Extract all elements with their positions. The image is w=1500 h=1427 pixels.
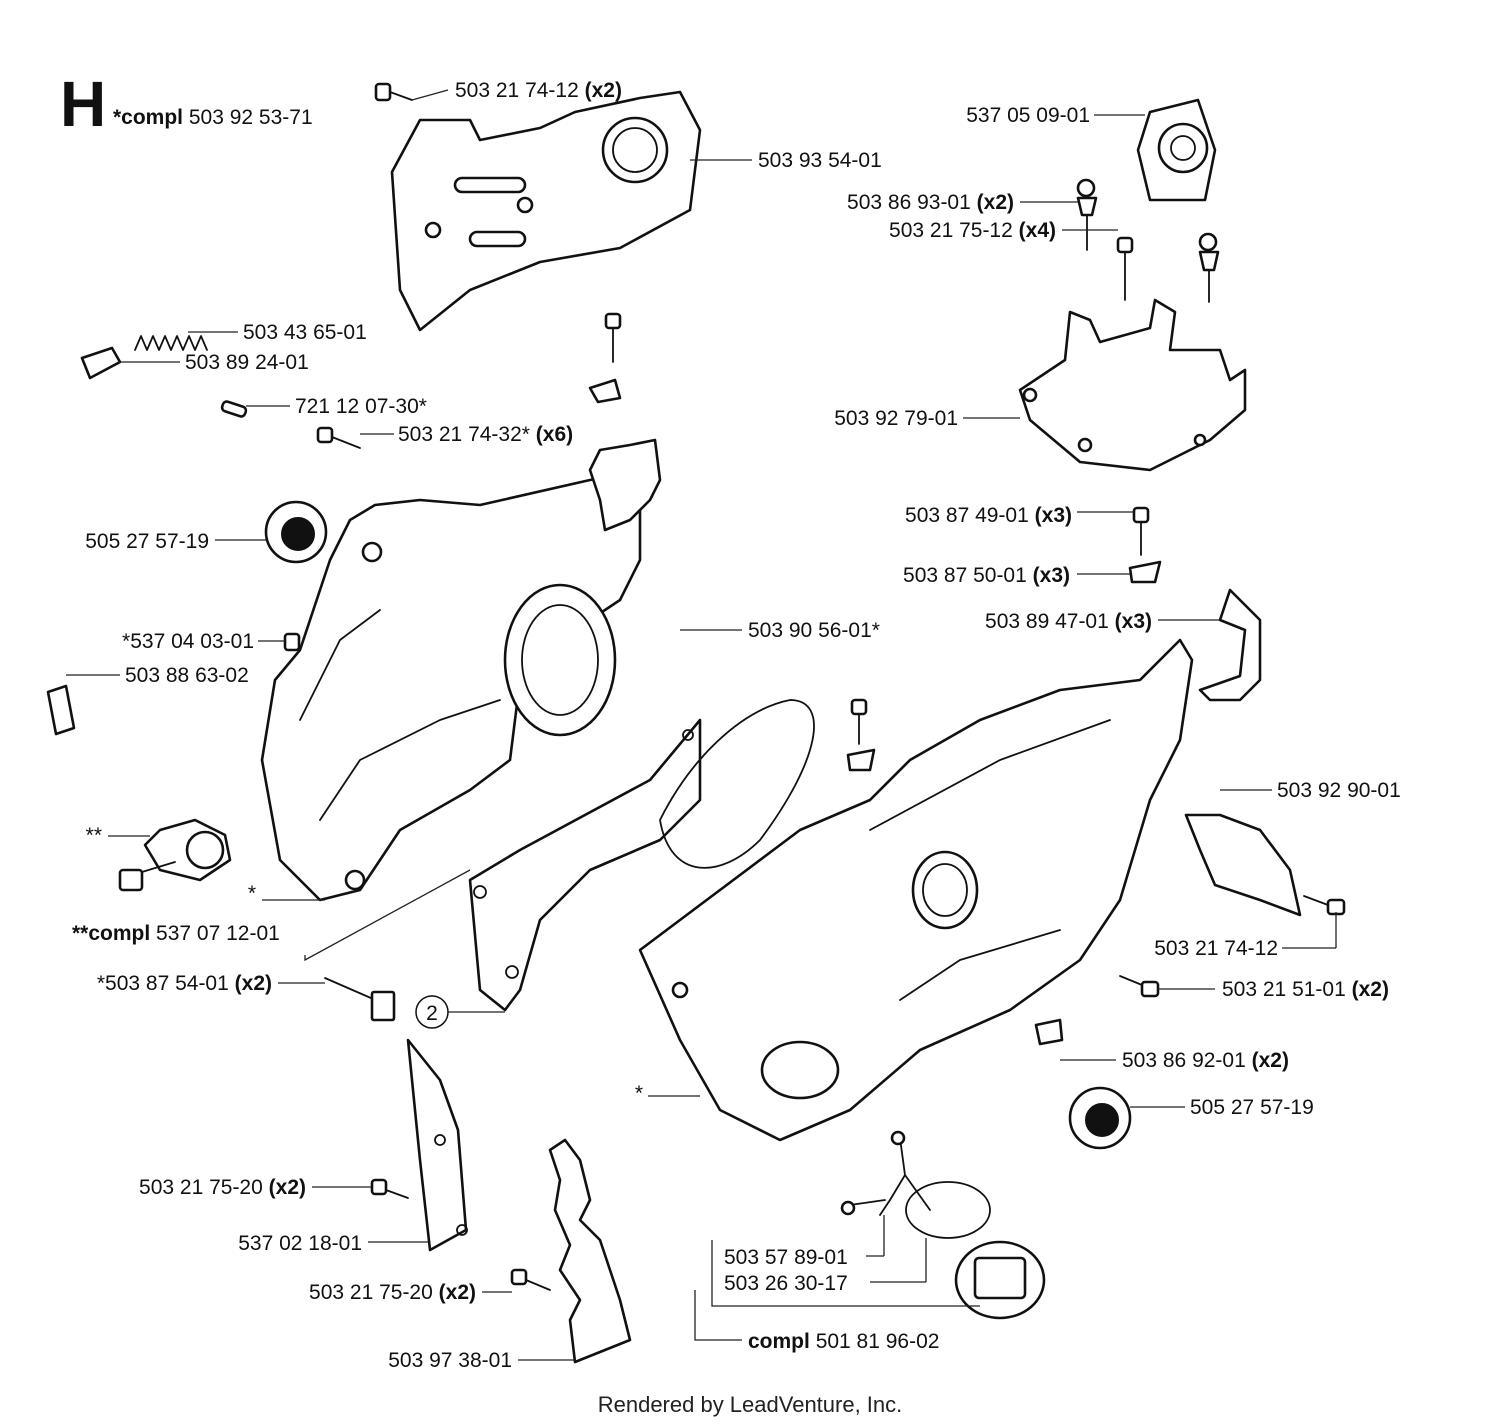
spring — [134, 335, 208, 351]
gasket — [468, 718, 702, 1012]
screw-bottom-2 — [510, 1268, 551, 1291]
circle-ref: 2 — [426, 1002, 438, 1025]
section-letter: H — [60, 68, 106, 140]
callout-label: 503 93 54-01 — [758, 149, 882, 172]
knob-right — [1198, 232, 1220, 303]
callout-label: 503 21 75-20 (x2) — [139, 1176, 306, 1199]
top-bracket — [588, 312, 662, 532]
callout-label: 505 27 57-19 — [85, 530, 209, 553]
o-ring — [905, 1181, 991, 1239]
callout-label: 503 43 65-01 — [243, 321, 367, 344]
callout-label: 503 21 75-20 (x2) — [309, 1281, 476, 1304]
callout-label: 503 89 47-01 (x3) — [985, 610, 1152, 633]
callout-label: 537 05 09-01 — [966, 104, 1090, 127]
long-screw — [324, 977, 396, 1022]
set-screw — [283, 632, 301, 652]
screw-x4 — [1116, 236, 1134, 301]
leader-lines — [66, 89, 1337, 1361]
callout-label: 503 86 92-01 (x2) — [1122, 1049, 1289, 1072]
compl-chain-label: **compl 537 07 12-01 — [72, 922, 280, 945]
callout-label: 503 21 75-12 (x4) — [889, 219, 1056, 242]
callout-labels: 503 21 74-12 (x2) 503 93 54-01 537 05 09… — [72, 79, 1401, 1372]
clip — [46, 684, 76, 736]
crankcase-left — [260, 468, 642, 902]
callout-label: 503 89 24-01 — [185, 351, 309, 374]
callout-label: 503 86 93-01 (x2) — [847, 191, 1014, 214]
callout-label: 721 12 07-30* — [295, 395, 427, 418]
callout-label: 503 87 50-01 (x3) — [903, 564, 1070, 587]
bushing — [1034, 1018, 1064, 1046]
slider-block — [80, 346, 122, 380]
screw-right — [1303, 895, 1346, 916]
screw-x3 — [1132, 506, 1150, 556]
oil-seal-right — [1068, 1086, 1132, 1150]
filter-pad — [1136, 98, 1217, 202]
callout-label: 503 97 38-01 — [388, 1349, 512, 1372]
knob-left — [1076, 178, 1098, 251]
cylinder-bracket — [1018, 298, 1247, 472]
compl-bottom-label: compl 501 81 96-02 — [748, 1330, 939, 1353]
callout-label: * — [248, 882, 256, 905]
screw-bottom-1 — [370, 1178, 409, 1199]
section-compl: *compl 503 92 53-71 — [113, 106, 313, 129]
spike-bumper — [548, 1138, 632, 1364]
screw-x2-right — [1119, 975, 1160, 998]
callout-label: 503 21 51-01 (x2) — [1222, 978, 1389, 1001]
washer-mid — [846, 698, 876, 772]
callout-label: *537 04 03-01 — [122, 630, 254, 653]
crankcase-right — [638, 638, 1194, 1142]
callout-label: 503 26 30-17 — [724, 1272, 848, 1295]
footer-credit: Rendered by LeadVenture, Inc. — [597, 1392, 903, 1417]
callout-label: 537 02 18-01 — [238, 1232, 362, 1255]
oil-seal-left — [264, 500, 328, 564]
callout-label: *503 87 54-01 (x2) — [97, 972, 272, 995]
callout-label: 503 57 89-01 — [724, 1246, 848, 1269]
pin — [220, 400, 248, 418]
callout-label: * — [635, 1082, 643, 1105]
callout-label: 503 88 63-02 — [125, 664, 249, 687]
callout-label: 503 21 74-32* (x6) — [398, 423, 573, 446]
callout-label: ** — [86, 824, 102, 847]
washer-x3 — [1128, 560, 1162, 584]
chain-guard-plate — [390, 90, 702, 332]
chain-tensioner — [118, 818, 232, 892]
callout-label: 503 90 56-01* — [748, 619, 880, 642]
callout-label: 503 21 74-12 — [1154, 937, 1278, 960]
callout-label: 505 27 57-19 — [1190, 1096, 1314, 1119]
screw-top — [374, 82, 413, 102]
cap-strap — [840, 1130, 931, 1216]
callout-label: 503 92 90-01 — [1277, 779, 1401, 802]
fuel-cap — [954, 1240, 1046, 1320]
handle-strap — [1198, 588, 1262, 702]
callout-label: 503 87 49-01 (x3) — [905, 504, 1072, 527]
callout-label: 503 92 79-01 — [834, 407, 958, 430]
callout-label: 503 21 74-12 (x2) — [455, 79, 622, 102]
seal-ring — [659, 699, 815, 869]
cover-plate-right — [1184, 813, 1302, 917]
guide-plate — [406, 1038, 468, 1252]
screw-x6 — [316, 426, 361, 449]
